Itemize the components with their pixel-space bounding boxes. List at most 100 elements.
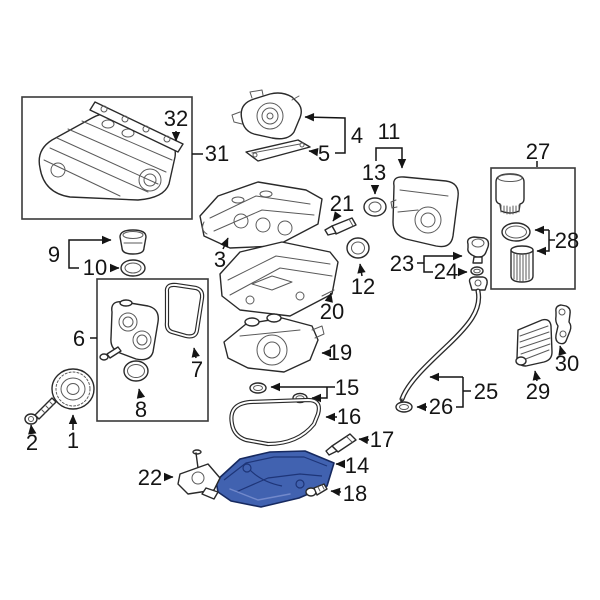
callout-2-label[interactable]: 2 xyxy=(26,430,38,455)
oil-filler-cap-drawing xyxy=(119,229,147,255)
callout-1-label[interactable]: 1 xyxy=(67,428,79,453)
oil-level-sensor-drawing xyxy=(177,449,221,500)
callout-25[interactable]: 25 xyxy=(429,372,498,408)
callout-3-label[interactable]: 3 xyxy=(214,247,226,272)
drain-plug-drawing xyxy=(305,483,328,497)
callout-29-label[interactable]: 29 xyxy=(526,379,550,404)
callout-16-label[interactable]: 16 xyxy=(337,404,361,429)
callout-18[interactable]: 18 xyxy=(330,481,367,506)
callout-26-label[interactable]: 26 xyxy=(429,394,453,419)
inset-box-27 xyxy=(490,167,576,290)
lower-crankcase-drawing xyxy=(219,241,339,317)
dipstick-tube-drawing xyxy=(399,276,488,405)
callout-18-label[interactable]: 18 xyxy=(343,481,367,506)
callout-15-label[interactable]: 15 xyxy=(335,375,359,400)
callout-30[interactable]: 30 xyxy=(555,345,579,376)
callout-17[interactable]: 17 xyxy=(358,427,394,452)
filler-neck-drawing xyxy=(466,236,490,264)
pump-module-drawing xyxy=(231,89,302,140)
inset-box-6 xyxy=(96,278,209,422)
callout-6-label[interactable]: 6 xyxy=(73,326,85,351)
intake-manifold-drawing xyxy=(38,112,176,201)
callout-12[interactable]: 12 xyxy=(351,263,375,299)
callout-22[interactable]: 22 xyxy=(138,465,174,490)
callout-1[interactable]: 1 xyxy=(67,414,79,453)
callout-15[interactable]: 15 xyxy=(270,375,359,403)
filler-cap-seal-drawing xyxy=(120,259,146,277)
oil-pan-drawing-highlighted[interactable] xyxy=(215,450,335,508)
callout-11-label[interactable]: 11 xyxy=(378,119,401,144)
callout-4-label[interactable]: 4 xyxy=(351,123,363,148)
timing-cover-drawing xyxy=(390,176,459,248)
valve-cover-drawing xyxy=(199,181,323,249)
callout-31[interactable]: 31 xyxy=(192,141,229,166)
callout-7[interactable]: 7 xyxy=(191,347,203,382)
oil-cooler-drawing xyxy=(515,318,553,367)
callout-32-label[interactable]: 32 xyxy=(164,106,188,131)
callout-21[interactable]: 21 xyxy=(330,191,354,222)
callout-27-label[interactable]: 27 xyxy=(526,139,550,164)
callout-16[interactable]: 16 xyxy=(325,404,361,429)
callout-10[interactable]: 10 xyxy=(83,255,120,280)
crank-pulley-drawing xyxy=(51,368,95,410)
seal-13-drawing xyxy=(363,197,387,217)
callout-27[interactable]: 27 xyxy=(526,139,550,167)
callout-26[interactable]: 26 xyxy=(416,394,453,419)
pump-gasket-drawing xyxy=(245,139,311,162)
callout-24[interactable]: 24 xyxy=(434,259,468,284)
oil-pan-gasket-drawing xyxy=(229,397,321,447)
cover-bolt-drawing xyxy=(99,346,122,361)
callout-9-label[interactable]: 9 xyxy=(48,242,60,267)
callout-3[interactable]: 3 xyxy=(214,237,229,272)
callout-14[interactable]: 14 xyxy=(335,453,369,478)
callout-32[interactable]: 32 xyxy=(164,106,188,142)
callout-28-label[interactable]: 28 xyxy=(555,228,579,253)
oring-24-drawing xyxy=(470,266,484,276)
callout-31-label[interactable]: 31 xyxy=(205,141,229,166)
pulley-bolt-drawing xyxy=(24,397,57,425)
callout-13-label[interactable]: 13 xyxy=(362,160,386,185)
callout-17-label[interactable]: 17 xyxy=(370,427,394,452)
filter-cap-drawing xyxy=(495,173,525,215)
callout-21-label[interactable]: 21 xyxy=(330,191,354,216)
callout-12-label[interactable]: 12 xyxy=(351,274,375,299)
filter-element-drawing xyxy=(510,245,534,283)
callout-25-label[interactable]: 25 xyxy=(474,379,498,404)
callout-29[interactable]: 29 xyxy=(526,370,550,404)
callout-23-label[interactable]: 23 xyxy=(390,251,414,276)
callout-8[interactable]: 8 xyxy=(135,388,147,422)
callout-24-label[interactable]: 24 xyxy=(434,259,458,284)
manifold-gasket-drawing xyxy=(89,101,184,153)
oil-pump-drawing xyxy=(223,313,325,373)
callout-20[interactable]: 20 xyxy=(320,292,344,324)
callout-7-label[interactable]: 7 xyxy=(191,357,203,382)
rear-cover-drawing xyxy=(110,299,159,361)
filter-oring-drawing xyxy=(501,222,531,242)
callout-9[interactable]: 9 xyxy=(48,235,112,269)
callout-5[interactable]: 5 xyxy=(308,141,330,166)
callout-10-label[interactable]: 10 xyxy=(83,255,107,280)
callout-13[interactable]: 13 xyxy=(362,160,386,195)
callout-28[interactable]: 28 xyxy=(534,225,579,256)
callout-22-label[interactable]: 22 xyxy=(138,465,162,490)
callout-23[interactable]: 23 xyxy=(390,251,463,276)
oring-26-drawing xyxy=(395,401,413,413)
callout-14-label[interactable]: 14 xyxy=(345,453,369,478)
seal-12-drawing xyxy=(346,237,370,259)
callout-4[interactable]: 4 xyxy=(304,113,363,154)
oil-pan-body[interactable] xyxy=(215,450,335,508)
cover-gasket-7-drawing xyxy=(164,282,205,339)
callout-20-label[interactable]: 20 xyxy=(320,299,344,324)
sealant-strip-21-drawing xyxy=(324,217,357,236)
callout-2[interactable]: 2 xyxy=(26,424,38,455)
callout-6[interactable]: 6 xyxy=(73,326,97,351)
oring-8-drawing xyxy=(123,360,149,382)
callout-5-label[interactable]: 5 xyxy=(318,141,330,166)
callout-19[interactable]: 19 xyxy=(321,340,352,365)
callout-19-label[interactable]: 19 xyxy=(328,340,352,365)
callout-11[interactable]: 11 xyxy=(375,119,407,169)
callout-30-label[interactable]: 30 xyxy=(555,351,579,376)
callout-8-label[interactable]: 8 xyxy=(135,397,147,422)
